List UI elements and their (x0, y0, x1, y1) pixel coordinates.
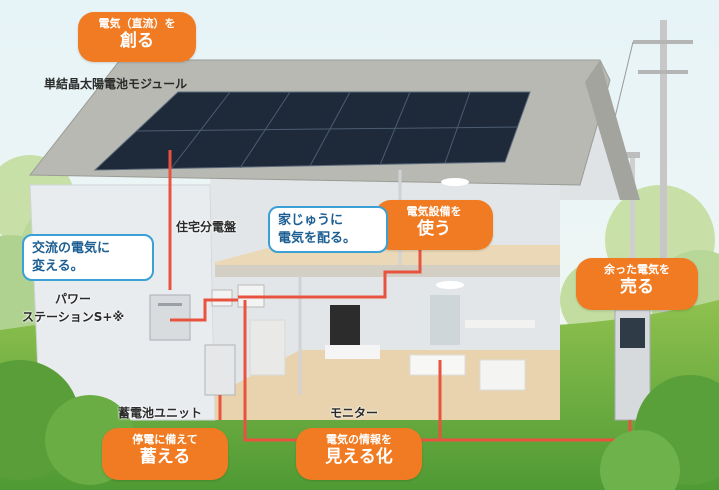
bubble-store-small: 停電に備えて (132, 433, 198, 446)
solar-panels (93, 91, 531, 171)
bubble-visualize-small: 電気の情報を (326, 433, 392, 446)
label-power-station-line2: ステーションS+※ (22, 310, 125, 324)
bubble-visualize-big: 見える化 (325, 446, 393, 467)
bubble-create: 電気（直流）を 創る (78, 12, 196, 62)
label-distribution-board: 住宅分電盤 (176, 220, 237, 234)
bubble-store-big: 蓄える (139, 446, 191, 467)
roof-edge (585, 60, 640, 200)
living-room-furniture (249, 295, 535, 391)
label-solar-module: 単結晶太陽電池モジュール (44, 77, 188, 91)
bubble-use-small: 電気設備を (406, 205, 462, 218)
bubble-create-small: 電気（直流）を (98, 17, 176, 30)
power-meter (620, 318, 645, 348)
distribution-board-small (211, 289, 233, 307)
label-monitor: モニター (330, 406, 379, 420)
callout-ac-conversion: 交流の電気に 変える。 (22, 234, 154, 282)
bubble-use: 電気設備を 使う (375, 200, 493, 250)
label-battery-unit: 蓄電池ユニット (118, 406, 203, 420)
label-power-station-line1: パワー (55, 292, 92, 306)
bubble-sell: 余った電気を 売る (576, 258, 698, 310)
ceiling-light (441, 178, 469, 186)
bubble-use-big: 使う (417, 218, 451, 239)
callout-ac-line2: 変える。 (32, 258, 84, 274)
bubble-store: 停電に備えて 蓄える (102, 428, 228, 480)
callout-distribute-line2: 電気を配る。 (278, 230, 357, 246)
bubble-visualize: 電気の情報を 見える化 (296, 428, 422, 480)
wiring (168, 150, 632, 442)
power-station-vent (158, 303, 182, 306)
callout-ac-line1: 交流の電気に (32, 241, 111, 256)
bubble-sell-big: 売る (620, 276, 654, 297)
callout-distribute-line1: 家じゅうに (278, 213, 344, 228)
bubble-sell-small: 余った電気を (604, 263, 670, 276)
callout-distribute: 家じゅうに 電気を配る。 (268, 206, 388, 254)
ceiling-light (436, 281, 464, 289)
bubble-create-big: 創る (120, 30, 154, 51)
power-station-unit (149, 294, 191, 341)
battery-unit (204, 344, 236, 396)
